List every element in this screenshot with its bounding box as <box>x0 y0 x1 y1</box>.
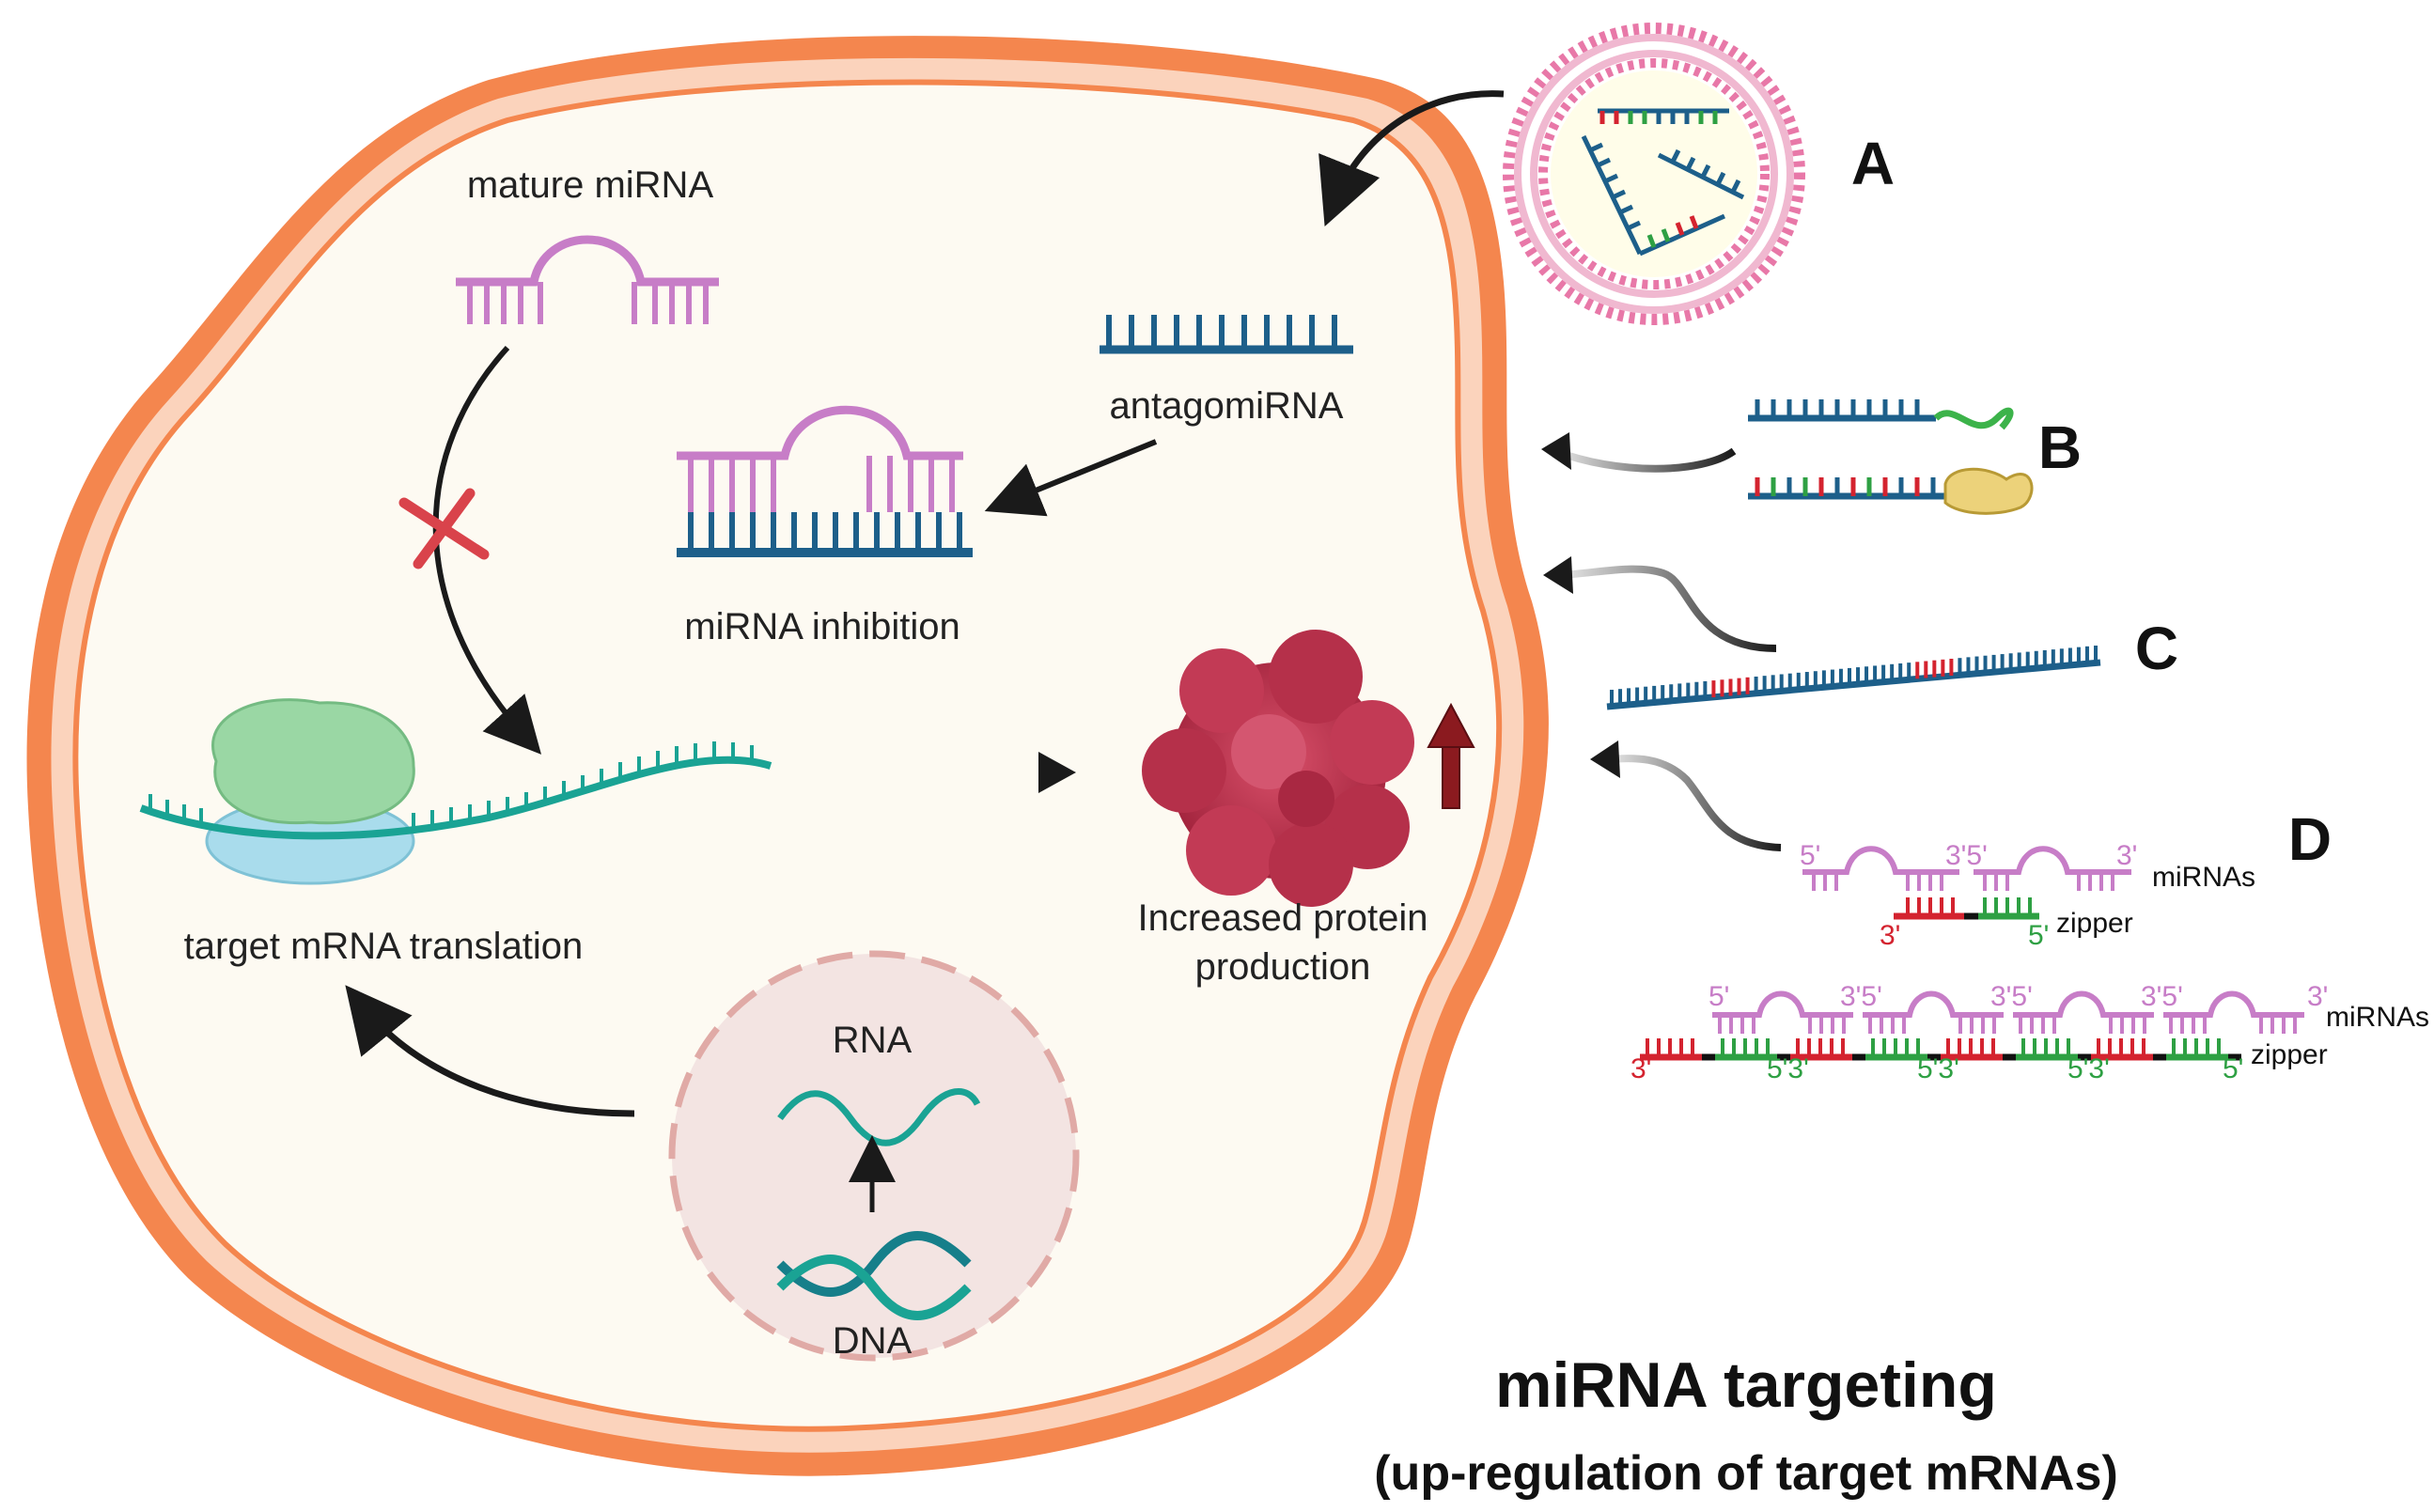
d2-zipper-label: zipper <box>2251 1039 2328 1070</box>
panel-d-dimer <box>1802 846 2131 920</box>
d1-five-prime-left: 5' <box>1800 840 1820 871</box>
antagomir-to-inhibition-arrow <box>984 439 1158 517</box>
d2-five-prime: 5' <box>1708 981 1729 1012</box>
panel-b-arrow <box>1553 447 1737 473</box>
mature-mirna-label: mature miRNA <box>467 164 714 206</box>
mature-mirna-strand <box>456 235 719 324</box>
d2-zipper-junction-1: 5'3' <box>1767 1053 1809 1084</box>
panel-a-arrow <box>1318 90 1505 226</box>
d1-five-prime-zipper: 5' <box>2028 920 2049 951</box>
d2-mirnas-label: miRNAs <box>2326 1002 2429 1033</box>
d2-three-prime-end: 3' <box>2307 981 2328 1012</box>
ribosome-small-subunit <box>211 698 415 825</box>
increased-protein-label-line2: production <box>1195 946 1371 988</box>
cell-cytoplasm <box>72 79 1503 1432</box>
mirna-to-mrna-arrow <box>432 345 542 755</box>
panel-d-letter: D <box>2288 805 2332 873</box>
target-translation-label: target mRNA translation <box>184 926 584 967</box>
rna-label: RNA <box>833 1020 913 1061</box>
panel-c-arrow-head <box>1543 556 1573 594</box>
d2-zipper-junction-3: 5'3' <box>2067 1053 2110 1084</box>
panel-c-strand <box>1606 646 2101 710</box>
mirna-inhibition-duplex <box>677 405 973 557</box>
panel-d-oligomer <box>1640 990 2304 1061</box>
mirna-unit <box>1863 990 2004 1018</box>
target-mrna-strand <box>139 741 772 840</box>
up-arrow-icon <box>1427 702 1475 809</box>
dna-helix <box>776 1231 972 1320</box>
mirna-inhibition-label: miRNA inhibition <box>684 606 960 647</box>
panel-b-arrow-head <box>1541 432 1571 470</box>
d2-zipper-junction-2: 5'3' <box>1917 1053 1959 1084</box>
d1-three-prime-right: 3' <box>2116 840 2137 871</box>
mirna-unit <box>2013 990 2154 1018</box>
blocked-cross-icon <box>398 488 490 569</box>
nucleus-to-translation-arrow <box>345 985 635 1117</box>
panel-b-letter: B <box>2038 413 2082 481</box>
panel-d-arrow-head <box>1590 740 1620 778</box>
mirna-unit <box>2163 990 2304 1018</box>
antagomirna-label: antagomiRNA <box>1109 385 1343 427</box>
ribosome <box>205 698 415 885</box>
d2-junction-2: 3'5' <box>1990 981 2033 1012</box>
d1-three-prime-zipper: 3' <box>1880 920 1900 951</box>
d2-junction-3: 3'5' <box>2141 981 2183 1012</box>
d1-junction: 3'5' <box>1945 840 1988 871</box>
d1-zipper-label: zipper <box>2056 908 2133 939</box>
d2-three-prime-zipper: 3' <box>1630 1053 1651 1084</box>
panel-b-conjugates <box>1748 399 2034 515</box>
d2-five-prime-zipper-end: 5' <box>2223 1053 2243 1084</box>
diagram-subtitle: (up-regulation of target mRNAs) <box>1374 1446 2118 1501</box>
protein-blob <box>1142 630 1414 907</box>
panel-c-arrow <box>1559 565 1777 652</box>
cell <box>26 36 1549 1476</box>
panel-a-letter: A <box>1851 130 1895 197</box>
dna-label: DNA <box>833 1320 913 1362</box>
panel-c-letter: C <box>2135 615 2178 682</box>
mirna-unit <box>1712 990 1853 1018</box>
increased-protein-label-line1: Increased protein <box>1137 897 1428 939</box>
diagram-title: miRNA targeting <box>1495 1349 1997 1421</box>
panel-d-arrow <box>1606 755 1782 851</box>
d2-junction-1: 3'5' <box>1840 981 1882 1012</box>
translation-arrow-head <box>1038 752 1076 793</box>
d1-mirnas-label: miRNAs <box>2152 862 2255 893</box>
panel-a-liposome <box>1503 23 1805 325</box>
antagomirna-strand <box>1100 315 1353 354</box>
